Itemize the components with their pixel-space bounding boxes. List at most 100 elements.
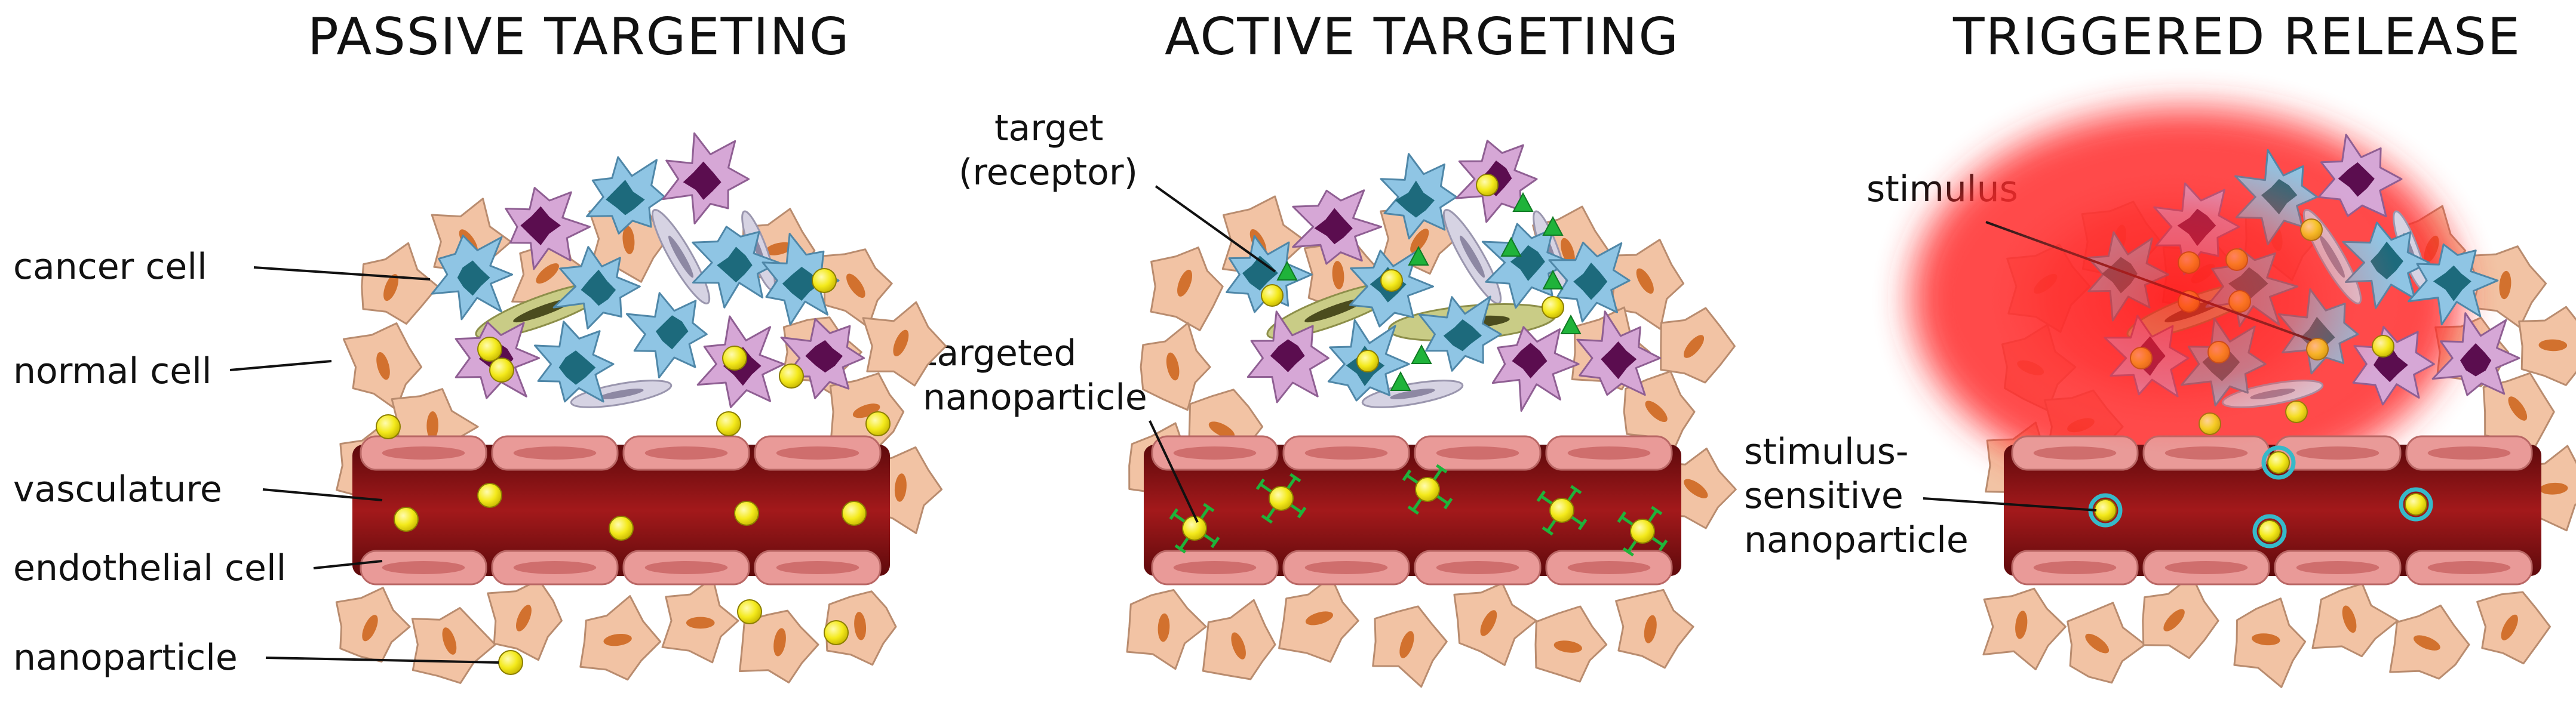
cancer-cell-nucleus	[2460, 343, 2492, 377]
vasculature	[1144, 435, 1681, 586]
receptor	[1500, 236, 1522, 257]
leader-vasculature	[262, 488, 383, 501]
ligand-head	[1407, 505, 1419, 515]
cancer-cell-nucleus	[606, 180, 645, 215]
normal-cell-nucleus	[622, 226, 635, 254]
normal-cell-nucleus	[376, 352, 390, 380]
nanoparticle	[779, 363, 804, 389]
normal-cell	[1534, 605, 1608, 683]
cancer-cell-nucleus	[2433, 265, 2471, 301]
cancer-cell-purple	[780, 318, 865, 399]
normal-cell-nucleus	[1208, 421, 1235, 439]
nanoparticle-core	[1261, 284, 1284, 307]
receptor	[1560, 314, 1582, 334]
ligand-stem	[1567, 488, 1577, 501]
fibroblast-nucleus	[1460, 235, 1485, 278]
nanoparticle	[824, 620, 849, 645]
leader-nanoparticle	[265, 657, 499, 664]
normal-cell-nucleus	[1645, 400, 1668, 423]
vasculature	[2004, 435, 2541, 586]
nanoparticle-core	[722, 346, 747, 371]
ligand-stem	[1290, 504, 1303, 514]
normal-cell-nucleus	[2085, 633, 2110, 654]
cancer-cell-nucleus	[683, 161, 721, 200]
nanoparticle-core	[1415, 477, 1440, 502]
nanoparticle	[734, 501, 759, 526]
cancer-cell-purple	[1491, 326, 1580, 412]
endothelial-nucleus	[1436, 561, 1519, 574]
endothelial-nucleus	[2296, 446, 2380, 460]
endothelial-nucleus	[1304, 561, 1388, 574]
cancer-cell-blue	[1380, 153, 1458, 240]
ligand-head	[1622, 547, 1634, 557]
normal-cell-nucleus	[2413, 635, 2440, 651]
label-sensitive-line1: stimulus-	[1744, 431, 1909, 473]
ligand-head	[1255, 478, 1266, 490]
label-sensitive-line2: sensitive	[1744, 475, 1903, 517]
nanoparticle-core	[2267, 451, 2290, 474]
normal-cell-nucleus	[536, 263, 559, 284]
normal-cell-nucleus	[852, 403, 880, 418]
endothelial-nucleus	[1567, 561, 1651, 574]
normal-cell	[2142, 574, 2219, 660]
normal-cell-nucleus	[1157, 613, 1170, 642]
leader-target-receptor	[1155, 185, 1276, 273]
normal-cell	[487, 578, 563, 661]
cancer-cell-nucleus	[520, 206, 561, 245]
stimulus-sensitive-nanoparticle	[2399, 487, 2433, 522]
normal-cell-nucleus	[2539, 482, 2568, 495]
label-cancer-cell: cancer cell	[13, 246, 207, 288]
ligand-stem	[1266, 507, 1276, 520]
leader-endothelial-cell	[313, 560, 383, 569]
normal-cell-nucleus	[515, 605, 532, 631]
label-normal-cell: normal cell	[13, 350, 212, 392]
nanoparticle-core	[779, 363, 804, 389]
nanoparticle-core	[477, 483, 502, 508]
nanoparticle	[1542, 296, 1564, 319]
normal-cell	[342, 322, 422, 411]
stimulus-glow-overlay	[1947, 143, 2401, 454]
vasculature	[352, 435, 890, 586]
normal-cell	[1372, 605, 1448, 688]
nanoparticle	[498, 650, 523, 675]
ligand-head	[1174, 544, 1186, 554]
cancer-cell-purple	[1576, 310, 1662, 396]
ligand-head	[1261, 514, 1273, 524]
receptor	[1390, 371, 1411, 391]
cancer-cell-nucleus	[1510, 245, 1545, 281]
nanoparticle	[477, 483, 502, 508]
ligand-stem	[1436, 495, 1450, 505]
ligand-stem	[1620, 516, 1634, 526]
cancer-cell-blue	[1548, 241, 1631, 323]
ligand-stem	[1651, 537, 1665, 547]
normal-cell-nucleus	[764, 242, 793, 255]
label-nanoparticle: nanoparticle	[13, 637, 238, 679]
stimulus-sensitive-nanoparticle	[2252, 514, 2287, 549]
cancer-cell-blue	[534, 321, 615, 403]
endothelial-nucleus	[2164, 561, 2248, 574]
stromal-cell	[570, 380, 673, 408]
normal-cell	[1126, 589, 1207, 670]
normal-cell-nucleus	[846, 273, 865, 298]
normal-cell-nucleus	[2342, 605, 2357, 633]
vessel-lumen	[352, 445, 890, 576]
normal-cell	[1660, 307, 1736, 384]
cancer-cell-purple	[1292, 189, 1383, 265]
normal-cell	[661, 577, 739, 664]
ligand-head	[1542, 526, 1553, 536]
normal-cell	[2311, 583, 2399, 658]
normal-cell	[1606, 239, 1685, 330]
normal-cell-nucleus	[383, 274, 399, 301]
nanoparticle-core	[842, 501, 867, 526]
normal-cell-nucleus	[1684, 479, 1708, 498]
targeted-nanoparticle	[1255, 473, 1307, 524]
normal-cell-nucleus	[2538, 339, 2568, 352]
endothelial-nucleus	[2033, 561, 2117, 574]
nanoparticle-core	[1542, 296, 1564, 319]
normal-cell-nucleus	[893, 329, 909, 357]
sensitive-coating	[2399, 487, 2433, 522]
cancer-cell-blue	[431, 235, 514, 321]
ligand-head	[1289, 473, 1301, 483]
cancer-cell-nucleus	[717, 247, 753, 283]
